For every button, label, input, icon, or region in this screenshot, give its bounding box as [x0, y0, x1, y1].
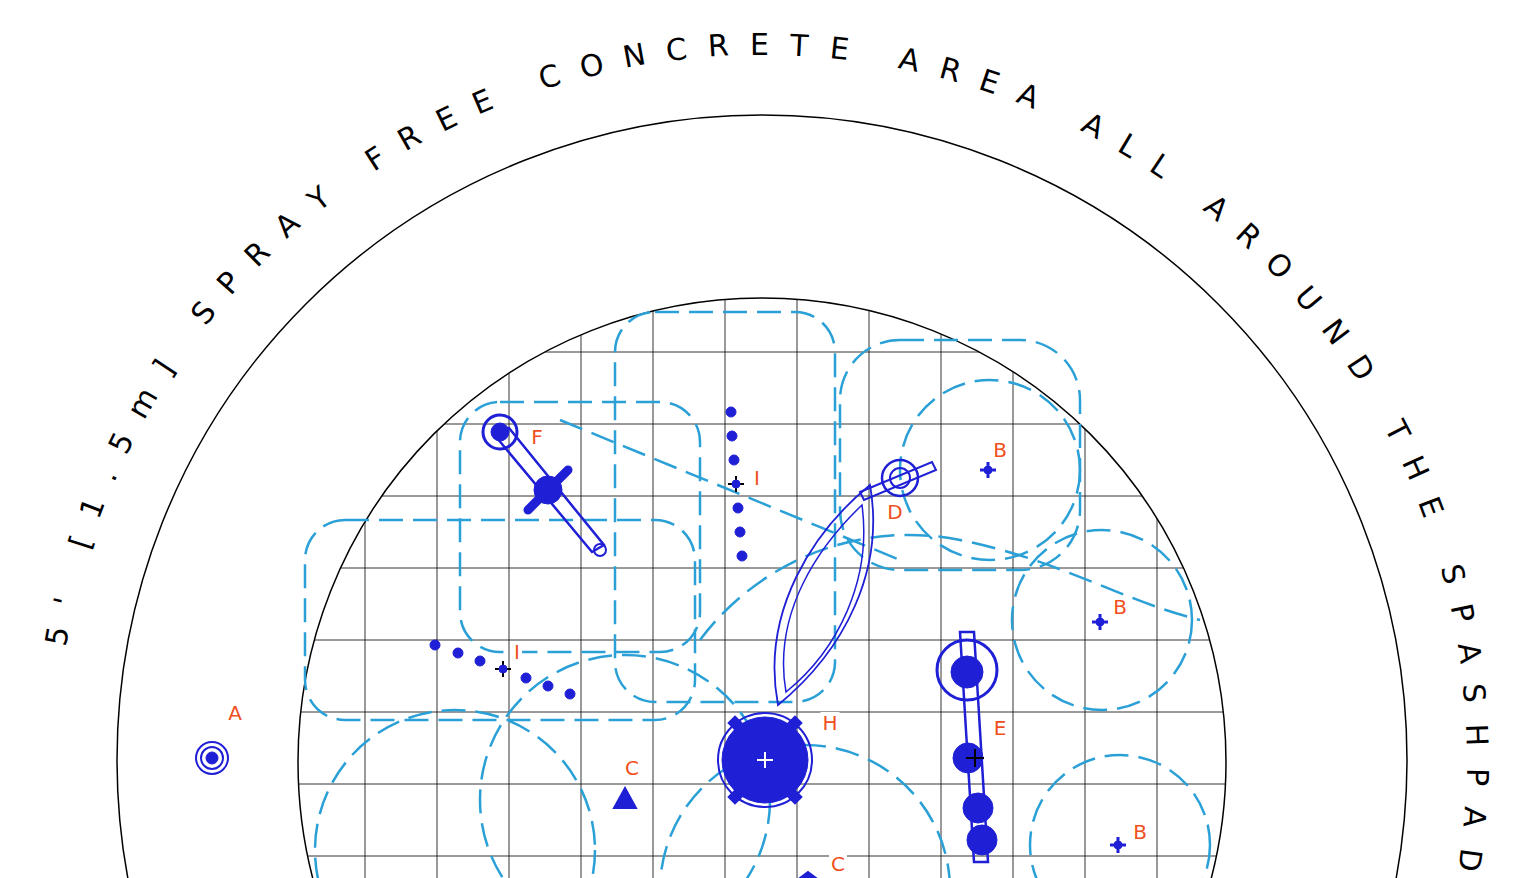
arc-letter — [56, 564, 87, 581]
spray-zones — [305, 312, 1210, 878]
callout-letter: F — [529, 426, 545, 448]
arc-letter — [1365, 389, 1396, 412]
arc-letter: P — [1445, 601, 1478, 625]
arc-letter — [167, 329, 197, 354]
arc-letter: 5 — [104, 428, 139, 458]
arc-letter: E — [750, 30, 769, 60]
arc-letter: O — [1260, 247, 1298, 285]
callout-letter: B — [991, 439, 1009, 461]
arc-letter: E — [828, 33, 850, 65]
callout-letter: H — [820, 712, 839, 734]
callout-letter: E — [992, 717, 1009, 739]
arc-letter: [ — [65, 532, 97, 552]
arc-letter: E — [1413, 493, 1448, 521]
arc-letter: L — [1113, 129, 1143, 163]
arc-letter: H — [1461, 723, 1492, 747]
arc-letter: R — [707, 31, 730, 62]
arc-letter: Y — [302, 181, 335, 216]
arc-letter: 1 — [76, 494, 111, 522]
arc-letter: A — [1077, 108, 1109, 144]
arc-letter: R — [239, 236, 275, 272]
spray-features — [196, 407, 1126, 878]
arc-letter — [1175, 171, 1201, 201]
arc-letter: R — [936, 53, 964, 87]
arc-letter: S — [1458, 682, 1490, 704]
arc-letter: U — [1290, 281, 1327, 317]
arc-letter: O — [576, 48, 606, 83]
arc-letter: ] — [149, 354, 181, 380]
arc-letter: m — [122, 383, 163, 423]
callout-letter: B — [1131, 821, 1149, 843]
arc-letter: A — [1459, 805, 1491, 828]
arc-letter: E — [431, 101, 461, 136]
callout-letter: I — [512, 641, 522, 663]
arc-letter — [1427, 531, 1458, 549]
arc-letter: N — [621, 40, 648, 74]
arc-letter: 5 — [41, 624, 74, 648]
callout-letter: I — [752, 467, 762, 489]
arc-letter: T — [1379, 416, 1414, 446]
callout-letter: A — [226, 702, 244, 724]
arc-letter: A — [897, 44, 923, 78]
arc-letter: L — [1145, 149, 1176, 183]
arc-letter: T — [790, 31, 810, 62]
arc-letter: P — [212, 266, 246, 299]
callout-letter: C — [623, 757, 641, 779]
outer-boundary — [117, 115, 1407, 878]
arc-letter: A — [270, 207, 305, 243]
arc-letter: S — [1436, 561, 1470, 587]
arc-letter: R — [1230, 217, 1266, 253]
callout-letter: D — [885, 501, 904, 523]
arc-letter: A — [1453, 640, 1486, 665]
arc-letter — [1050, 95, 1071, 126]
arc-letter: ' — [49, 594, 80, 609]
arc-letter: A — [1013, 79, 1043, 114]
arc-letter: C — [665, 34, 689, 66]
arc-letter: . — [91, 465, 122, 486]
arc-letter: E — [976, 65, 1004, 99]
arc-letter — [506, 73, 525, 104]
arc-letter — [867, 38, 881, 69]
callout-letter: B — [1111, 596, 1129, 618]
arc-letter: C — [535, 60, 564, 95]
arc-letter: H — [1397, 452, 1434, 485]
arc-letter: D — [1454, 846, 1487, 873]
arc-letter: D — [1341, 351, 1379, 387]
arc-letter: P — [1462, 767, 1492, 786]
arc-letter: S — [186, 296, 221, 330]
callout-letter: C — [829, 853, 847, 875]
arc-letter: R — [393, 120, 426, 156]
arc-letter: E — [468, 84, 497, 119]
arc-letter: F — [360, 141, 391, 176]
arc-letter: A — [1199, 190, 1234, 226]
arc-letter — [334, 163, 359, 193]
arc-letter: N — [1316, 315, 1353, 351]
